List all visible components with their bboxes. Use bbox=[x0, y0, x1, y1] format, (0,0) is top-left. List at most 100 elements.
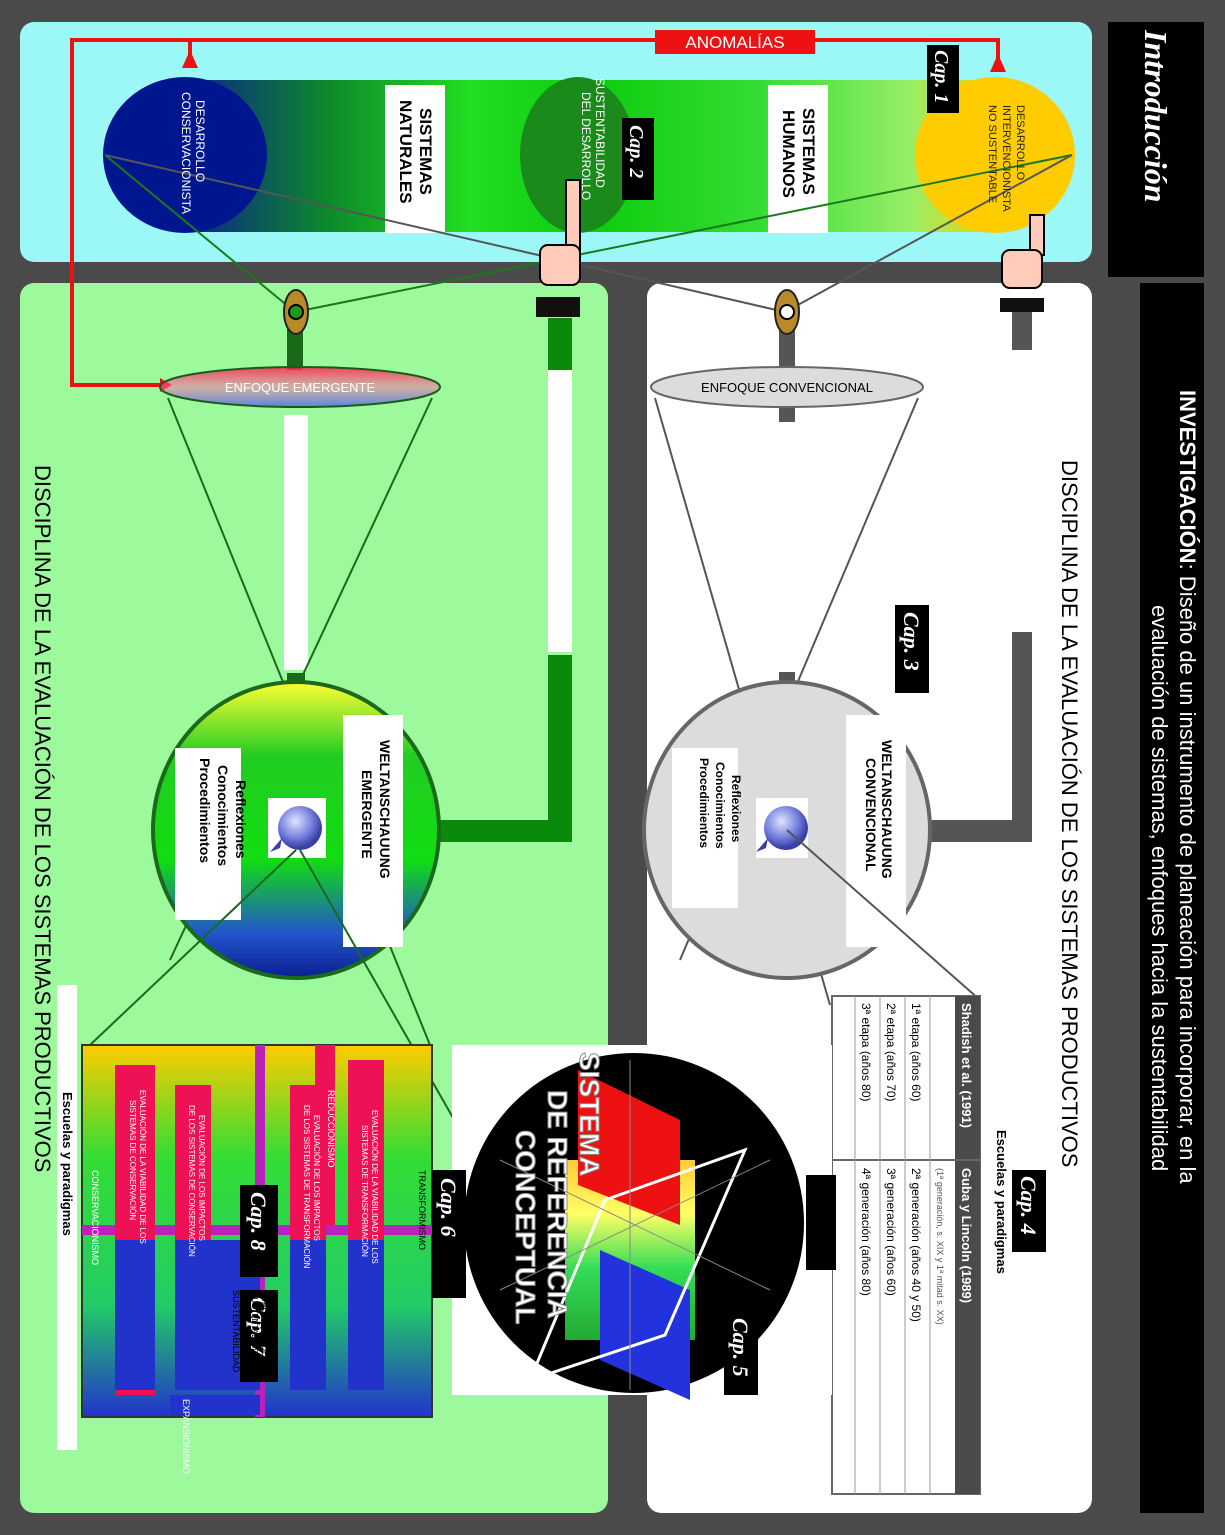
natural-systems-line1: SISTEMAS bbox=[416, 108, 435, 195]
emergent-lens-label: ENFOQUE EMERGENTE bbox=[225, 380, 376, 395]
emergent-stem-top bbox=[287, 325, 303, 370]
hand-cuff-center bbox=[536, 297, 580, 317]
emergent-knowledge-2: Conocimientos bbox=[215, 765, 231, 866]
cap5-tag bbox=[724, 1310, 758, 1395]
matrix-conservacionismo: CONSERVACIONISMO bbox=[90, 1170, 100, 1265]
reference-connector bbox=[806, 1175, 836, 1270]
table-row2-right: 3ª generación (años 60) bbox=[884, 1168, 898, 1296]
sightline-em-2 bbox=[294, 154, 1073, 313]
emergent-discipline: DISCIPLINA DE LA EVALUACIÓN DE LOS SISTE… bbox=[30, 465, 55, 1172]
matrix-transformismo: TRANSFORMISMO bbox=[417, 1170, 427, 1250]
emergent-pipe-3 bbox=[430, 820, 572, 842]
conventional-lens-label: ENFOQUE CONVENCIONAL bbox=[701, 380, 873, 395]
conservationist-line2: CONSERVACIONISTA bbox=[179, 92, 193, 214]
table-row3-right: 4ª generación (años 80) bbox=[859, 1168, 873, 1296]
table-row1-right: 2ª generación (años 40 y 50) bbox=[909, 1168, 923, 1322]
em-to-matrix-line bbox=[89, 849, 297, 1046]
matrix-cell-impcv-2: DE LOS SISTEMAS DE CONSERVACIÓN bbox=[187, 1105, 196, 1257]
cap4-label: Cap. 4 bbox=[1016, 1176, 1041, 1235]
human-systems-line2: HUMANOS bbox=[779, 110, 798, 198]
conventional-discipline: DISCIPLINA DE LA EVALUACIÓN DE LOS SISTE… bbox=[1057, 460, 1082, 1167]
sustainability-line1: SUSTENTABILIDAD bbox=[593, 78, 607, 188]
hand-pointer-center-icon bbox=[539, 244, 581, 286]
conventional-pipe-2 bbox=[930, 820, 1032, 842]
hand-cuff-right bbox=[1000, 298, 1044, 312]
emergent-schools-label-box bbox=[57, 985, 77, 1450]
reference-line2: DE REFERENCIA bbox=[542, 1090, 573, 1319]
emergent-lens bbox=[159, 366, 441, 408]
matrix-cell-transform-1: EVALUACIÓN DE LA VIABILIDAD DE LOS bbox=[370, 1110, 379, 1264]
table-header-guba: Guba y Lincoln (1989) bbox=[959, 1168, 974, 1303]
emergent-schools-label: Escuelas y paradigmas bbox=[60, 1092, 75, 1236]
cap8-label: Cap. 8 bbox=[246, 1192, 271, 1251]
interventionist-bubble bbox=[915, 77, 1075, 233]
cap7-tag bbox=[240, 1290, 278, 1382]
cap4-tag bbox=[1012, 1170, 1046, 1252]
human-systems-box bbox=[768, 85, 828, 233]
cap1-tag bbox=[927, 45, 959, 113]
anomalies-arrowhead-right bbox=[990, 54, 1006, 72]
matrix-cell-imptr-2: DE LOS SISTEMAS DE TRANSFORMACIÓN bbox=[302, 1105, 311, 1269]
reference-plane-outline bbox=[527, 1147, 748, 1383]
conventional-knowledge-3: Procedimientos bbox=[697, 758, 711, 848]
emergent-pipe-1 bbox=[548, 318, 572, 370]
emergent-knowledge-1: Reflexiones bbox=[233, 780, 249, 859]
reference-line3: CONCEPTUAL bbox=[510, 1130, 541, 1324]
cap1-label: Cap. 1 bbox=[930, 50, 952, 103]
investigation-box bbox=[1140, 283, 1204, 1513]
natural-systems-line2: NATURALES bbox=[396, 100, 415, 204]
cap2-label: Cap. 2 bbox=[625, 125, 647, 178]
matrix-cell-transform-2: SISTEMAS DE TRANSFORMACIÓN bbox=[360, 1125, 369, 1257]
emergent-globe-icon bbox=[278, 806, 322, 850]
conservationist-line1: DESARROLLO bbox=[193, 100, 207, 182]
table-row3-left: 3ª etapa (años 80) bbox=[859, 1003, 873, 1102]
cv-to-table-line bbox=[786, 829, 981, 1001]
emergent-pipe-2 bbox=[548, 655, 572, 840]
conventional-schools-label: Escuelas y paradigmas bbox=[994, 1130, 1009, 1274]
cap8-tag bbox=[240, 1185, 278, 1277]
anomalies-path bbox=[70, 38, 1000, 387]
matrix-reduccionismo: REDUCCIONISMO bbox=[326, 1090, 336, 1168]
table-note: (1ª generación, s. XIX y 1ª mitad s. XX) bbox=[935, 1168, 945, 1325]
right-connector-stem bbox=[1012, 312, 1032, 350]
emergent-welt-line1: WELTANSCHAUUNG bbox=[377, 740, 393, 879]
schools-table-header bbox=[955, 996, 980, 1494]
investigation-subheading: evaluación de sistemas, enfoques hacia l… bbox=[1147, 605, 1172, 1171]
reference-plane-blue bbox=[600, 1250, 690, 1400]
emergent-eye-pupil bbox=[288, 304, 304, 320]
emergent-knowledge-3: Procedimientos bbox=[197, 758, 213, 863]
anomalies-label-box bbox=[655, 30, 815, 54]
matrix-sustentabilidad: SUSTENTABILIDAD bbox=[231, 1290, 241, 1373]
table-header-shadish: Shadish et al. (1991) bbox=[959, 1003, 974, 1128]
intro-title: Introducción bbox=[1138, 29, 1174, 202]
conventional-pipe-1 bbox=[1012, 632, 1032, 842]
matrix-cell-sust-1: EVALUACIÓN DE LA bbox=[260, 1292, 269, 1369]
conventional-stem-top bbox=[779, 325, 795, 370]
emergent-pipe-white bbox=[548, 370, 572, 652]
conventional-welt-line1: WELTANSCHAUUNG bbox=[879, 740, 895, 879]
conventional-eye-pupil bbox=[779, 304, 795, 320]
anomalies-arrowhead-left bbox=[182, 50, 198, 68]
interventionist-line3: NO SUSTENTABLE bbox=[986, 105, 998, 203]
sightline-cv-1 bbox=[104, 154, 786, 313]
title-box bbox=[1108, 22, 1204, 277]
matrix-expansionismo: EXPANSIONISMO bbox=[181, 1399, 191, 1474]
hand-finger-center bbox=[565, 179, 581, 251]
sightline-cv-2 bbox=[784, 154, 1073, 313]
matrix-expansionismo-bar bbox=[170, 1395, 260, 1415]
sustainability-bubble bbox=[520, 77, 636, 233]
table-row2-left: 2ª etapa (años 70) bbox=[884, 1003, 898, 1102]
hand-pointer-right-icon bbox=[1001, 249, 1043, 289]
conventional-welt-line2: CONVENCIONAL bbox=[863, 758, 879, 872]
sightline-em-1 bbox=[104, 154, 296, 313]
natural-systems-box bbox=[385, 85, 445, 233]
emergent-welt-box bbox=[343, 715, 403, 947]
conventional-knowledge-2: Conocimientos bbox=[713, 762, 727, 849]
cap6-tag bbox=[432, 1170, 466, 1298]
emergent-knowledge-box bbox=[175, 748, 241, 920]
conventional-knowledge-1: Reflexiones bbox=[729, 775, 743, 843]
interventionist-line1: DESARROLLO bbox=[1014, 105, 1026, 181]
conservationist-bubble bbox=[103, 77, 267, 233]
